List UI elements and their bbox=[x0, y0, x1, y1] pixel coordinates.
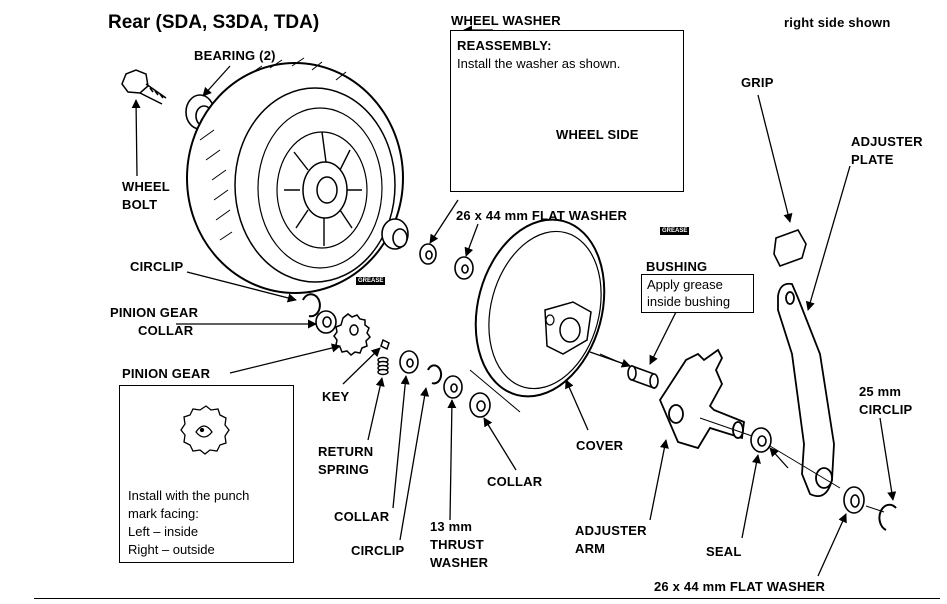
pinion-note-line-3: Left – inside bbox=[128, 524, 199, 539]
pinion-note-line-2: mark facing: bbox=[128, 506, 199, 521]
bushing-note-line-2: inside bushing bbox=[647, 294, 731, 309]
label-collar-right: COLLAR bbox=[487, 474, 543, 489]
wheel-part bbox=[186, 57, 404, 294]
grip-part bbox=[773, 229, 807, 267]
label-adjuster-plate-2: PLATE bbox=[851, 152, 894, 167]
cover-part bbox=[469, 218, 606, 413]
label-circlip-left: CIRCLIP bbox=[130, 259, 184, 274]
label-return-spring-1: RETURN bbox=[318, 444, 374, 459]
label-circlip-25mm-1: 25 mm bbox=[859, 384, 902, 399]
thrust-washer-part bbox=[443, 375, 463, 399]
label-seal: SEAL bbox=[706, 544, 742, 559]
label-pinion-collar-2: COLLAR bbox=[138, 323, 194, 338]
flat-washer-part bbox=[454, 256, 474, 280]
grease-tag-pinion: GREASE bbox=[356, 277, 386, 285]
hub-bearing-part bbox=[381, 218, 409, 250]
bushing-note-line-1: Apply grease bbox=[647, 277, 723, 292]
circlip-bottom-part bbox=[427, 364, 443, 385]
wheel-side-label: WHEEL SIDE bbox=[556, 127, 639, 142]
pinion-gear-part bbox=[333, 313, 371, 356]
flat-washer-bottom-part bbox=[843, 486, 865, 514]
key-part bbox=[380, 338, 390, 351]
reassembly-heading: REASSEMBLY: bbox=[457, 38, 552, 53]
label-flat-washer-top: 26 x 44 mm FLAT WASHER bbox=[456, 208, 628, 223]
circlip-left-part bbox=[302, 293, 321, 318]
axis-lines bbox=[599, 353, 885, 513]
side-note: right side shown bbox=[784, 15, 891, 30]
seal-part bbox=[750, 427, 772, 453]
label-bearing: BEARING (2) bbox=[194, 48, 276, 63]
bushing-note-box: Apply grease inside bushing bbox=[641, 274, 754, 313]
label-return-spring-2: SPRING bbox=[318, 462, 370, 477]
label-thrust-washer-1: 13 mm bbox=[430, 519, 473, 534]
adjuster-plate-part bbox=[777, 282, 835, 498]
label-key: KEY bbox=[322, 389, 350, 404]
reassembly-text: Install the washer as shown. bbox=[457, 56, 621, 71]
label-adjuster-plate-1: ADJUSTER bbox=[851, 134, 923, 149]
pinion-collar-part bbox=[315, 310, 337, 334]
circlip-25mm-part bbox=[878, 503, 897, 531]
label-bushing: BUSHING bbox=[646, 259, 708, 274]
pinion-note-line-4: Right – outside bbox=[128, 542, 215, 557]
label-cover: COVER bbox=[576, 438, 624, 453]
label-adjuster-arm-1: ADJUSTER bbox=[575, 523, 647, 538]
bottom-rule bbox=[34, 598, 940, 599]
reassembly-note-box: REASSEMBLY: Install the washer as shown.… bbox=[450, 30, 684, 192]
label-thrust-washer-3: WASHER bbox=[430, 555, 489, 570]
pinion-gear-note-box: Install with the punch mark facing: Left… bbox=[119, 385, 294, 563]
return-spring-part bbox=[377, 356, 389, 376]
label-wheel-bolt-1: WHEEL bbox=[122, 179, 170, 194]
bushing-part bbox=[627, 364, 659, 390]
page-title: Rear (SDA, S3DA, TDA) bbox=[108, 12, 320, 33]
label-grip: GRIP bbox=[741, 75, 774, 90]
wheel-bolt-part bbox=[121, 69, 167, 105]
label-pinion-collar-1: PINION GEAR bbox=[110, 305, 199, 320]
label-circlip-bottom: CIRCLIP bbox=[351, 543, 405, 558]
label-thrust-washer-2: THRUST bbox=[430, 537, 484, 552]
grease-tag-bushing: GREASE bbox=[660, 227, 690, 235]
punch-mark-gear-drawing bbox=[180, 405, 230, 455]
label-adjuster-arm-2: ARM bbox=[575, 541, 606, 556]
label-wheel-bolt-2: BOLT bbox=[122, 197, 158, 212]
label-flat-washer-bottom: 26 x 44 mm FLAT WASHER bbox=[654, 579, 826, 594]
label-circlip-25mm-2: CIRCLIP bbox=[859, 402, 913, 417]
label-pinion-gear: PINION GEAR bbox=[122, 366, 211, 381]
pinion-note-line-1: Install with the punch bbox=[128, 488, 250, 503]
leader-lines bbox=[131, 25, 897, 577]
label-collar-left: COLLAR bbox=[334, 509, 390, 524]
collar-right-part bbox=[469, 392, 491, 418]
wheel-washer-part bbox=[419, 243, 437, 265]
adjuster-arm-part bbox=[658, 348, 745, 450]
label-wheel-washer: WHEEL WASHER bbox=[451, 13, 561, 28]
collar-left-part bbox=[399, 350, 419, 374]
